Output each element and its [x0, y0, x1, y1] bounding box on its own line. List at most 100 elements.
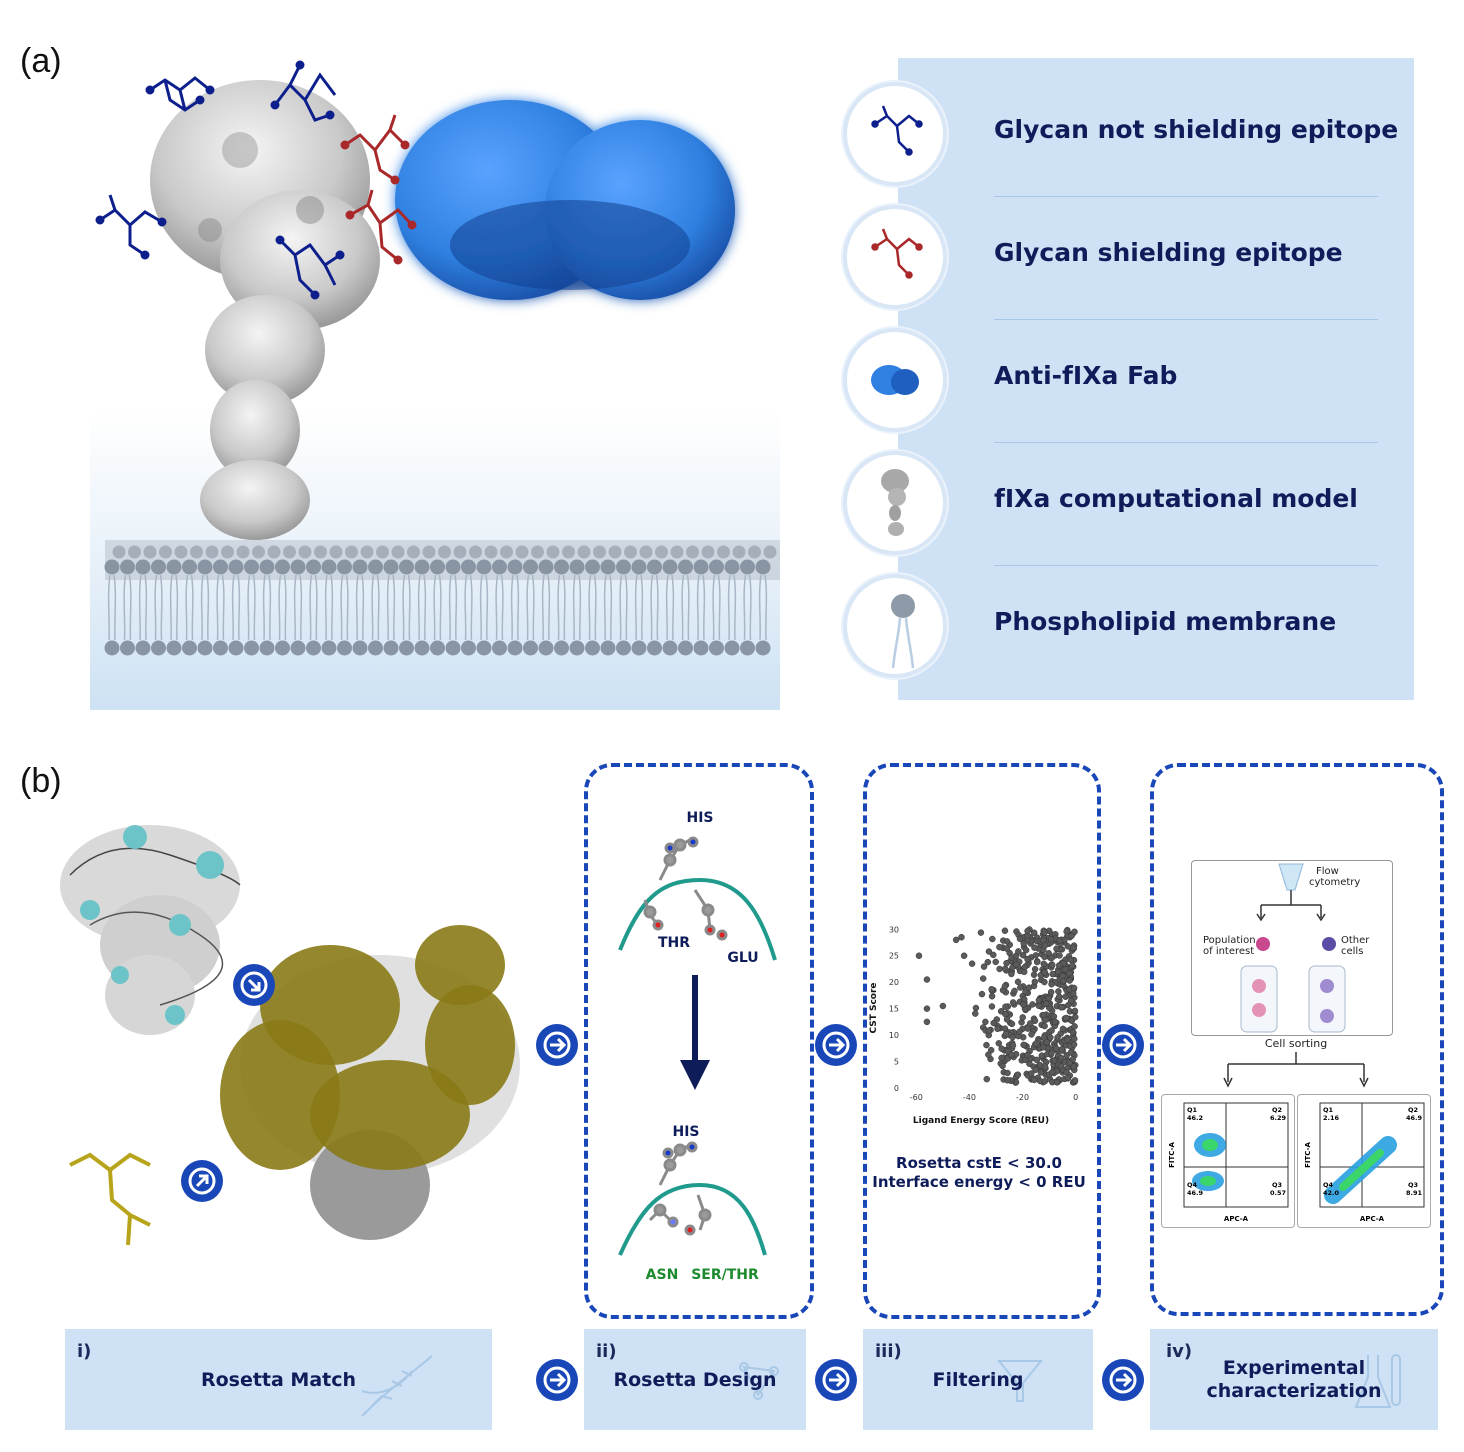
step-bar-rosetta-design: ii) Rosetta Design	[584, 1329, 806, 1430]
lipid-head	[128, 545, 141, 559]
y-tick-label: 5	[894, 1058, 899, 1067]
lipid-head	[151, 559, 166, 575]
scatter-point	[1028, 1070, 1035, 1077]
lipid-head	[298, 545, 312, 559]
lipid-head	[546, 545, 560, 559]
asn-label: ASN	[646, 1267, 679, 1283]
fab-icon	[843, 328, 947, 432]
lipid-tail	[541, 574, 551, 641]
scatter-point	[1066, 977, 1073, 984]
scatter-point	[1004, 1069, 1011, 1077]
q2-label: Q2	[1272, 1106, 1282, 1114]
lipid-head	[376, 545, 389, 559]
lipid-head	[337, 640, 352, 656]
scatter-point	[989, 935, 996, 943]
lipid-head	[352, 640, 368, 656]
scatter-point	[1020, 1041, 1027, 1049]
lipid-head	[321, 559, 337, 575]
x-axis-label: Ligand Energy Score (REU)	[913, 1116, 1049, 1126]
lipid-head	[515, 545, 529, 559]
scatter-point	[1033, 1040, 1040, 1047]
lipid-head	[166, 559, 182, 575]
panel-a-label: (a)	[20, 42, 62, 80]
flask-icon	[1354, 1354, 1401, 1408]
ser-thr-label: SER/THR	[691, 1267, 759, 1283]
scatter-point	[1035, 996, 1043, 1004]
scatter-point	[1055, 962, 1063, 969]
x-axis-label: APC-A	[1224, 1215, 1249, 1223]
lipid-head	[577, 545, 591, 559]
lipid-tail	[495, 574, 504, 641]
lipid-head	[283, 545, 296, 559]
lipid-tail	[448, 574, 458, 641]
lipid-head	[523, 640, 538, 656]
blue-glycan-icon	[843, 82, 947, 186]
network-icon	[739, 1362, 779, 1400]
q4-value: 42.0	[1323, 1189, 1340, 1197]
flow-plot-left: Q1 46.2 Q2 6.29 Q4 46.9 Q3 0.57 APC-A FI…	[1161, 1094, 1295, 1228]
design-illustration: HIS THR GLU HIS ASN SER/THR	[618, 810, 777, 1283]
scatter-point	[980, 963, 988, 970]
lipid-head	[143, 545, 157, 559]
scatter-point	[1048, 980, 1055, 988]
scatter-point	[1003, 938, 1011, 945]
lipid-head	[492, 559, 507, 575]
scatter-point	[1030, 929, 1038, 937]
q4-label: Q4	[1187, 1181, 1198, 1189]
protein-surface-small	[60, 825, 241, 1035]
scatter-point	[985, 1027, 993, 1034]
lipid-head	[438, 545, 451, 559]
scatter-point	[1009, 1042, 1017, 1049]
lipid-tail	[758, 574, 768, 641]
lipid-tail	[309, 574, 318, 641]
lipid-tail	[231, 574, 241, 641]
step-title: Rosetta Match	[200, 1369, 357, 1391]
lipid-head	[306, 640, 321, 656]
scatter-point	[1033, 1056, 1041, 1064]
filter-criterion-2: Interface energy < 0 REU	[872, 1173, 1086, 1191]
lipid-head	[306, 559, 321, 575]
scatter-point	[1071, 1023, 1078, 1030]
scatter-point	[1016, 1028, 1023, 1036]
scatter-point	[987, 1046, 995, 1054]
lipid-head	[523, 559, 538, 575]
arrow-right-icon	[815, 1024, 857, 1066]
scatter-point	[998, 1045, 1005, 1052]
scatter-point	[1056, 937, 1064, 944]
q2-value: 46.9	[1406, 1114, 1423, 1122]
lipid-head	[337, 559, 352, 575]
lipid-head	[213, 559, 228, 575]
lipid-tail	[138, 574, 148, 641]
legend-separator	[994, 196, 1378, 197]
fixa-fab-illustration	[90, 60, 780, 710]
lipid-head	[329, 545, 343, 559]
lipid-head	[190, 545, 203, 559]
y-axis-label: FITC-A	[1168, 1142, 1176, 1168]
lipid-tail	[712, 574, 721, 641]
lipid-head	[662, 559, 678, 575]
scatter-point	[1024, 927, 1031, 935]
scatter-point	[1011, 987, 1018, 995]
scatter-point	[979, 975, 987, 982]
scatter-point	[915, 952, 923, 959]
lipid-tail	[402, 574, 411, 641]
filter-criteria: Rosetta cstE < 30.0 Interface energy < 0…	[866, 1154, 1092, 1192]
lipid-head	[407, 545, 420, 559]
lipid-tail	[743, 574, 752, 641]
experimental-box	[1150, 763, 1444, 1316]
lipid-head	[476, 559, 492, 575]
y-tick-label: 30	[889, 925, 899, 934]
scatter-point	[1039, 1044, 1047, 1051]
lipid-head	[360, 545, 374, 559]
scatter-point	[1041, 942, 1049, 949]
step-title: Experimental characterization	[1206, 1357, 1382, 1402]
lipid-head	[275, 640, 290, 656]
lipid-tail	[619, 574, 628, 641]
scatter-point	[1056, 952, 1063, 959]
lipid-tail	[340, 574, 349, 641]
lipid-tail	[588, 574, 597, 641]
scatter-point	[1017, 984, 1024, 991]
lipid-tail	[324, 574, 334, 641]
backbone-top	[618, 877, 777, 961]
scatter-point	[1047, 935, 1055, 943]
